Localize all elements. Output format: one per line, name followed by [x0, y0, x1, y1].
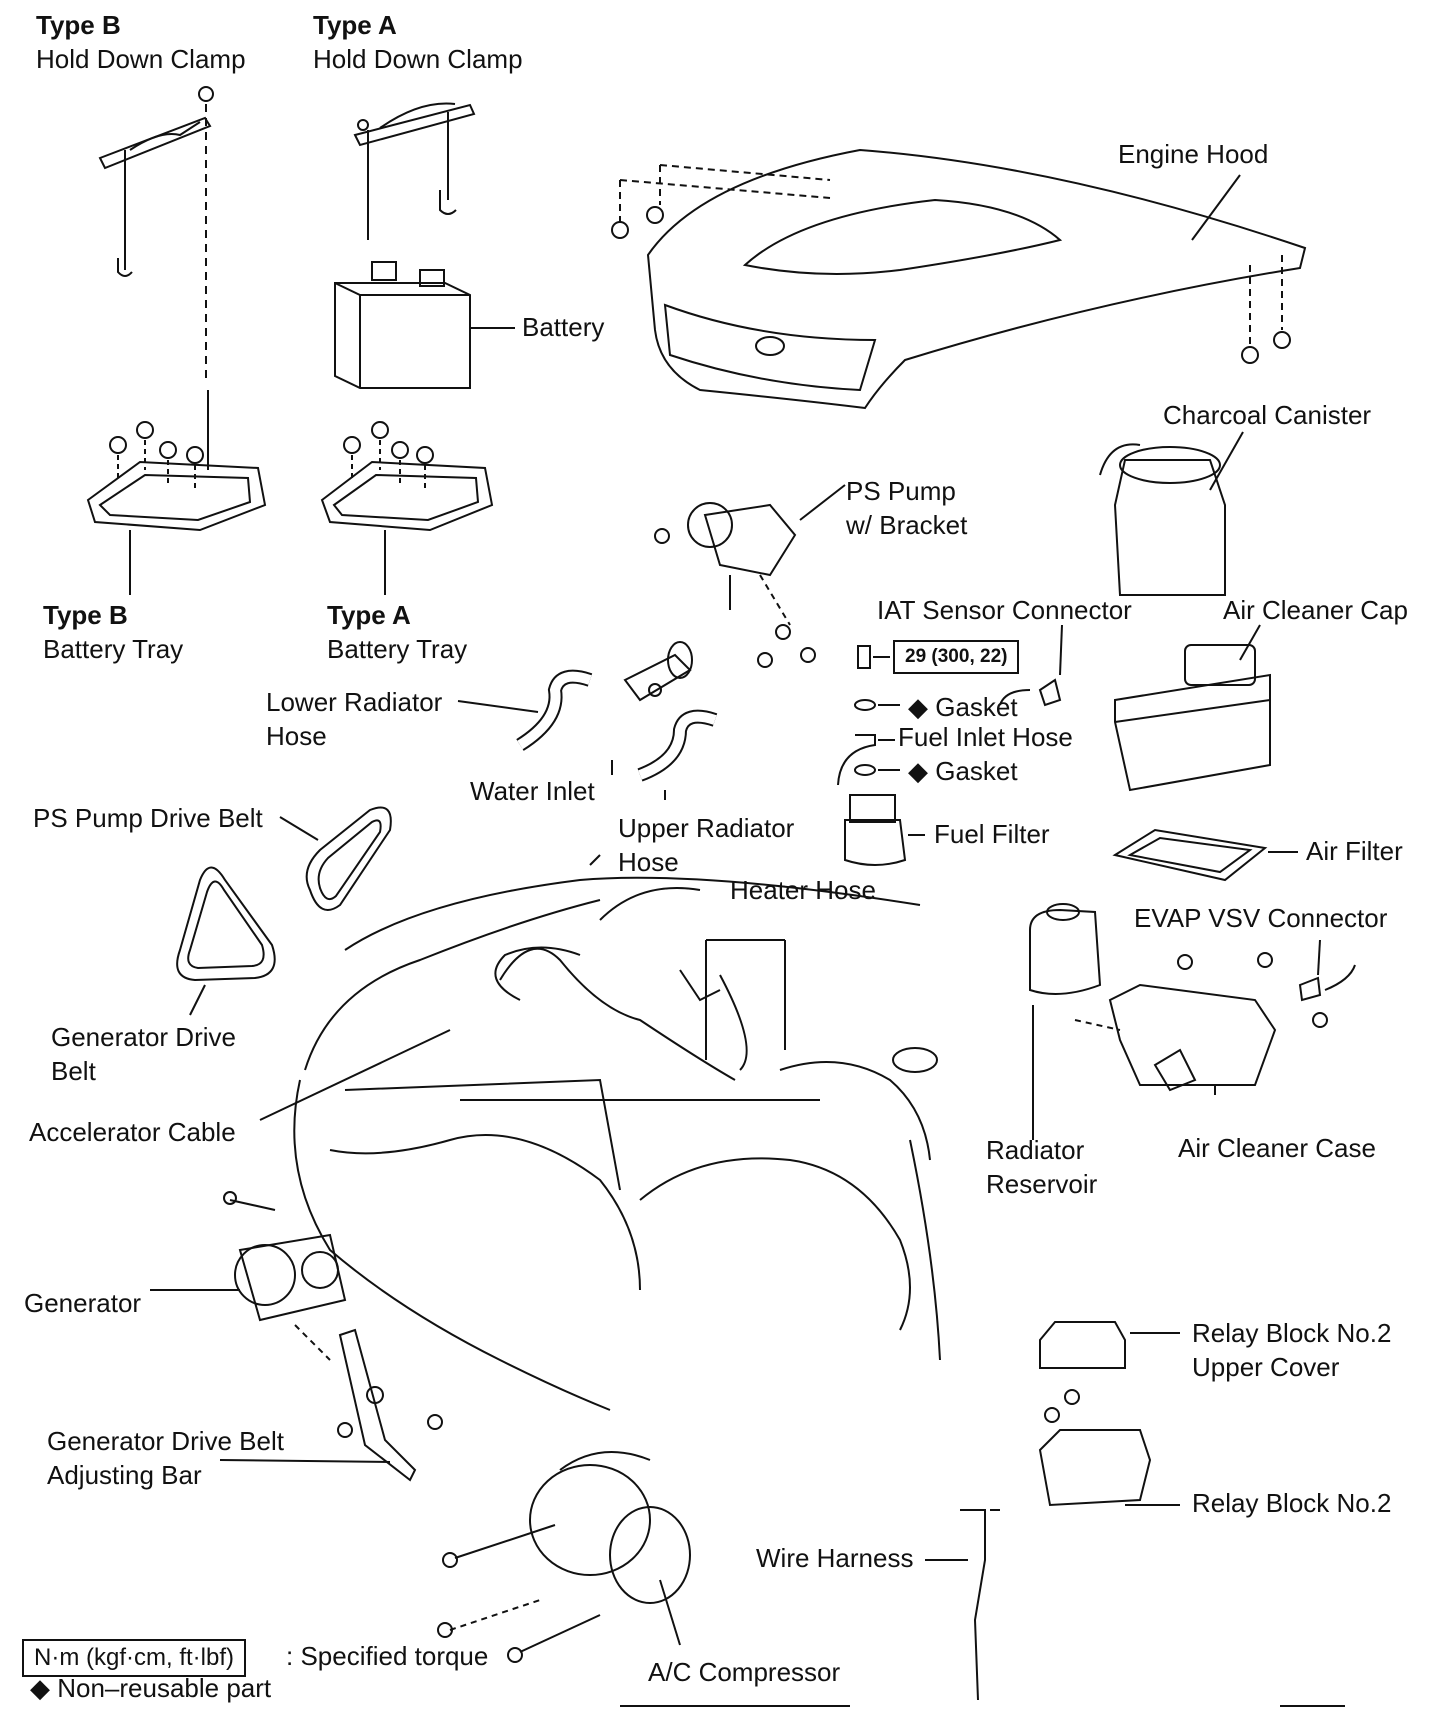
type-b-clamp-name: Hold Down Clamp: [36, 44, 246, 74]
battery-drawing: [334, 261, 515, 389]
charcoal-canister-label: Charcoal Canister: [1163, 400, 1372, 430]
relay-block-drawing: [1038, 1321, 1180, 1507]
type-b-tray-name: Battery Tray: [43, 634, 184, 664]
iat-sensor-connector-label: IAT Sensor Connector: [877, 595, 1132, 625]
air-cleaner-case-drawing: [1074, 939, 1356, 1095]
upper-radiator-hose-line1: Upper Radiator: [618, 813, 795, 843]
wire-harness-drawing: [925, 1509, 1000, 1701]
type-b-clamp-type: Type B: [36, 10, 121, 40]
water-inlet-label: Water Inlet: [470, 776, 595, 806]
type-a-tray-name: Battery Tray: [327, 634, 468, 664]
relay-block-cover-line1: Relay Block No.2: [1192, 1318, 1392, 1348]
adjusting-bar-drawing: [219, 1328, 443, 1482]
type-b-clamp-label: Type B Hold Down Clamp: [36, 8, 246, 76]
upper-radiator-hose-label: Upper Radiator Hose: [618, 811, 794, 879]
ps-pump-drawing: [654, 484, 846, 668]
radiator-reservoir-drawing: [1029, 903, 1102, 1140]
gasket-upper-label: ◆ Gasket: [908, 692, 1018, 722]
ac-compressor-drawing: [437, 1451, 691, 1663]
type-a-tray-drawing: [320, 421, 494, 595]
lower-radiator-hose-label: Lower Radiator Hose: [266, 685, 442, 753]
radiator-reservoir-label: Radiator Reservoir: [986, 1133, 1097, 1201]
radiator-reservoir-line1: Radiator: [986, 1135, 1085, 1165]
air-filter-drawing: [1112, 828, 1298, 882]
type-b-tray-type: Type B: [43, 600, 128, 630]
heater-hose-label: Heater Hose: [730, 875, 876, 905]
hoses-drawing: [457, 641, 718, 800]
air-cleaner-cap-drawing: [999, 624, 1271, 792]
type-b-clamp-drawing: [98, 86, 214, 470]
belts-drawing: [176, 806, 392, 1016]
fuel-parts-drawing: [837, 699, 925, 866]
wire-harness-label: Wire Harness: [756, 1543, 914, 1573]
legend-nonreusable: ◆ Non–reusable part: [30, 1673, 272, 1703]
relay-block-cover-line2: Upper Cover: [1192, 1352, 1340, 1382]
engine-bay-drawing: [259, 854, 941, 1411]
air-filter-label: Air Filter: [1306, 836, 1403, 866]
type-a-tray-type: Type A: [327, 600, 411, 630]
upper-radiator-hose-line2: Hose: [618, 847, 679, 877]
torque-bolt-drawing: [857, 645, 890, 669]
lower-radiator-hose-line1: Lower Radiator: [266, 687, 443, 717]
gasket-lower-label: ◆ Gasket: [908, 756, 1018, 786]
relay-block-label: Relay Block No.2: [1192, 1488, 1392, 1518]
adjusting-bar-line2: Adjusting Bar: [47, 1460, 202, 1490]
relay-block-cover-label: Relay Block No.2 Upper Cover: [1192, 1316, 1391, 1384]
battery-label: Battery: [522, 312, 605, 342]
ps-pump-drive-belt-label: PS Pump Drive Belt: [33, 803, 263, 833]
air-cleaner-case-label: Air Cleaner Case: [1178, 1133, 1376, 1163]
type-a-tray-label: Type A Battery Tray: [327, 598, 467, 666]
ps-pump-line1: PS Pump: [846, 476, 956, 506]
ps-pump-line2: w/ Bracket: [846, 510, 968, 540]
charcoal-canister-drawing: [1099, 431, 1244, 596]
adjusting-bar-label: Generator Drive Belt Adjusting Bar: [47, 1424, 284, 1492]
type-a-clamp-type: Type A: [313, 10, 397, 40]
type-b-tray-label: Type B Battery Tray: [43, 598, 183, 666]
engine-hood-drawing: [611, 148, 1307, 410]
fuel-filter-label: Fuel Filter: [934, 819, 1050, 849]
generator-drive-belt-label: Generator Drive Belt: [51, 1020, 236, 1088]
lower-radiator-hose-line2: Hose: [266, 721, 327, 751]
accelerator-cable-label: Accelerator Cable: [29, 1117, 236, 1147]
ac-compressor-label: A/C Compressor: [648, 1657, 841, 1687]
type-a-clamp-label: Type A Hold Down Clamp: [313, 8, 523, 76]
torque-spec-box: 29 (300, 22): [893, 640, 1020, 674]
legend-torque-text: : Specified torque: [286, 1641, 489, 1671]
adjusting-bar-line1: Generator Drive Belt: [47, 1426, 284, 1456]
evap-vsv-connector-label: EVAP VSV Connector: [1134, 903, 1388, 933]
type-a-clamp-name: Hold Down Clamp: [313, 44, 523, 74]
generator-drive-belt-line1: Generator Drive: [51, 1022, 236, 1052]
type-a-clamp-drawing: [353, 102, 476, 240]
generator-drawing: [150, 1191, 347, 1361]
legend-torque-box: N·m (kgf·cm, ft·lbf): [22, 1639, 246, 1677]
ps-pump-label: PS Pump w/ Bracket: [846, 474, 967, 542]
air-cleaner-cap-label: Air Cleaner Cap: [1223, 595, 1408, 625]
type-b-tray-drawing: [86, 421, 267, 595]
fuel-inlet-hose-label: Fuel Inlet Hose: [898, 722, 1073, 752]
radiator-reservoir-line2: Reservoir: [986, 1169, 1098, 1199]
generator-label: Generator: [24, 1288, 142, 1318]
generator-drive-belt-line2: Belt: [51, 1056, 96, 1086]
engine-hood-label: Engine Hood: [1118, 139, 1269, 169]
